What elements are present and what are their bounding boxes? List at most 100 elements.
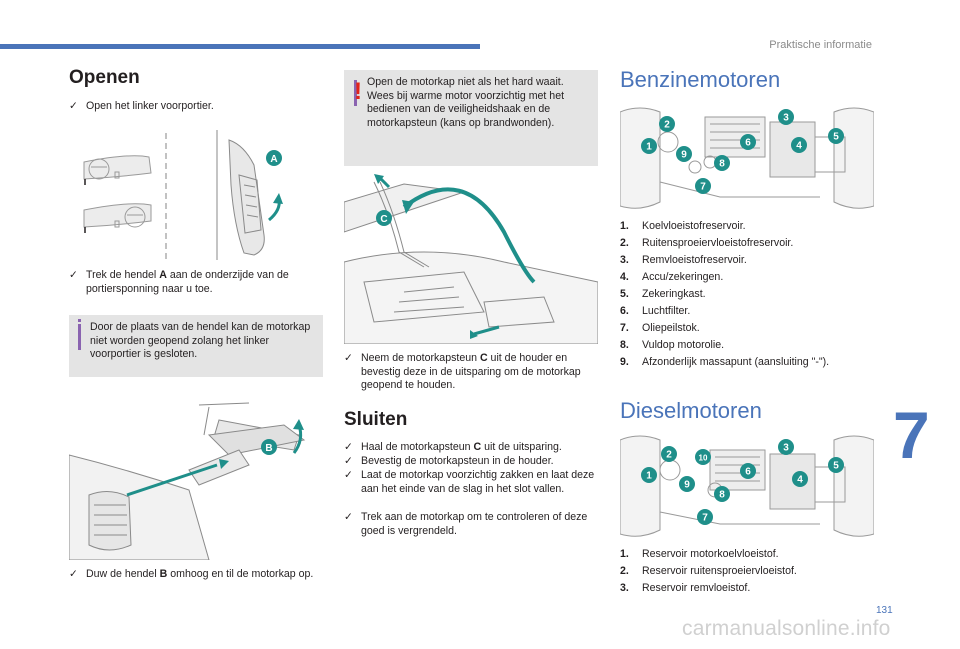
list-item: 8. Vuldop motorolie.	[620, 337, 829, 354]
callout-label: 4	[796, 141, 802, 152]
check-bullet-icon: ✓	[344, 455, 353, 467]
callout-label: 2	[666, 450, 672, 461]
chapter-number: 7	[893, 398, 930, 472]
callout-label: 8	[719, 159, 725, 170]
callout-label: 4	[797, 475, 803, 486]
callout-label: 3	[783, 113, 789, 124]
benzine-list: 1. Koelvloeistofreservoir. 2. Ruitensproeie…	[620, 218, 829, 371]
warning-box: ! Open de motorkap niet als het hard waa…	[344, 70, 598, 166]
list-item: 7. Oliepeilstok.	[620, 320, 829, 337]
callout-marker	[791, 137, 807, 153]
list-item-number: 2.	[620, 565, 629, 577]
info-icon	[78, 319, 81, 322]
callout-marker	[740, 134, 756, 150]
check-bullet-icon: ✓	[69, 269, 78, 281]
list-item-number: 3.	[620, 582, 629, 594]
callout-marker	[828, 457, 844, 473]
check-bullet-icon: ✓	[344, 441, 353, 453]
list-item-number: 5.	[620, 288, 629, 300]
list-item: 9. Afzonderlijk massapunt (aansluiting "-…	[620, 354, 829, 371]
list-item-text: Remvloeistofreservoir.	[642, 254, 747, 266]
callout-marker	[778, 439, 794, 455]
callout-label: 1	[646, 471, 652, 482]
list-item: 3.Remvloeistofreservoir.	[620, 252, 829, 269]
list-item-number: 2.	[620, 237, 629, 249]
svg-text:B: B	[265, 443, 272, 454]
warning-icon: !	[354, 78, 362, 106]
callout-marker	[714, 486, 730, 502]
bonnet-lever-figure: B	[69, 402, 306, 560]
list-item: 3. Reservoir remvloeistof.	[620, 580, 797, 597]
callout-marker	[659, 116, 675, 132]
callout-b	[261, 439, 277, 455]
callout-marker	[679, 476, 695, 492]
callout-label: 2	[664, 120, 670, 131]
check-bullet-icon: ✓	[344, 469, 353, 481]
sluiten-step-1: ✓ Haal de motorkapsteun C uit de uitspar…	[344, 441, 562, 453]
callout-label: 10	[699, 454, 708, 463]
callout-label: 5	[833, 461, 839, 472]
callout-label: 5	[833, 132, 839, 143]
check-bullet-icon: ✓	[69, 100, 78, 112]
list-item-number: 7.	[620, 322, 629, 334]
check-bullet-icon: ✓	[344, 352, 353, 364]
callout-marker	[740, 463, 756, 479]
callout-marker	[792, 471, 808, 487]
sluiten-step-3: ✓ Laat de motorkap voorzichtig zakken en…	[344, 469, 595, 495]
list-item: 2. Reservoir ruitensproeiervloeistof.	[620, 563, 797, 580]
list-item-number: 1.	[620, 548, 629, 560]
list-item: 2. Ruitensproeiervloeistofreservoir.	[620, 235, 829, 252]
callout-label: 3	[783, 443, 789, 454]
callout-marker	[661, 446, 677, 462]
callout-a	[266, 150, 282, 166]
callout-label: 6	[745, 467, 751, 478]
sluiten-title: Sluiten	[344, 409, 408, 430]
callout-marker	[695, 178, 711, 194]
list-item-text: Reservoir remvloeistof.	[642, 582, 751, 594]
list-item-number: 1.	[620, 220, 629, 232]
bonnet-stay-figure: C	[344, 174, 598, 344]
list-item: 4.Accu/zekeringen.	[620, 269, 829, 286]
list-item-text: Afzonderlijk massapunt (aansluiting "-")…	[642, 356, 830, 368]
door-lever-figure: A	[83, 130, 283, 260]
callout-label: 6	[745, 138, 751, 149]
list-item-text: Reservoir ruitensproeiervloeistof.	[642, 565, 797, 577]
list-item-text: Vuldop motorolie.	[642, 339, 725, 351]
watermark: carmanualsonline.info	[682, 617, 891, 640]
callout-marker	[697, 509, 713, 525]
callout-marker	[828, 128, 844, 144]
svg-text:A: A	[270, 154, 277, 165]
sluiten-step-4: ✓ Trek aan de motorkap om te controleren…	[344, 511, 588, 537]
openen-step-2: ✓ Trek de hendel A aan de onderzijde van…	[69, 269, 289, 295]
benzine-engine-figure: 1 2 3 4 5 6 7 8 9	[620, 107, 874, 209]
list-item-number: 6.	[620, 305, 629, 317]
diesel-list: 1.Reservoir motorkoelvloeistof.2.Reservo…	[620, 546, 797, 597]
callout-marker	[778, 109, 794, 125]
page-number: 131	[876, 605, 893, 616]
list-item-text: Ruitensproeiervloeistofreservoir.	[642, 237, 794, 249]
info-note: Door de plaats van de hendel kan de moto…	[69, 315, 323, 377]
list-item-text: Accu/zekeringen.	[642, 271, 724, 283]
list-item-number: 9.	[620, 356, 629, 368]
callout-label: 1	[646, 142, 652, 153]
openen-step-1: ✓ Open het linker voorportier.	[69, 100, 214, 112]
steun-step: ✓ Neem de motorkapsteun C uit de houder …	[344, 352, 581, 391]
list-item: 6. Luchtfilter.	[620, 303, 829, 320]
list-item-text: Zekeringkast.	[642, 288, 706, 300]
list-item-number: 8.	[620, 339, 629, 351]
callout-c	[376, 210, 392, 226]
check-bullet-icon: ✓	[344, 511, 353, 523]
callout-label: 8	[719, 490, 725, 501]
callout-marker	[676, 146, 692, 162]
callout-marker	[641, 467, 657, 483]
callout-label: 7	[700, 182, 706, 193]
list-item: 5. Zekeringkast.	[620, 286, 829, 303]
callout-label: 9	[681, 150, 687, 161]
list-item-text: Oliepeilstok.	[642, 322, 700, 334]
list-item-text: Koelvloeistofreservoir.	[642, 220, 746, 232]
section-header: Praktische informatie	[769, 39, 872, 51]
list-item: 1. Koelvloeistofreservoir.	[620, 218, 829, 235]
top-accent-bar	[0, 44, 480, 49]
list-item-text: Luchtfilter.	[642, 305, 691, 317]
